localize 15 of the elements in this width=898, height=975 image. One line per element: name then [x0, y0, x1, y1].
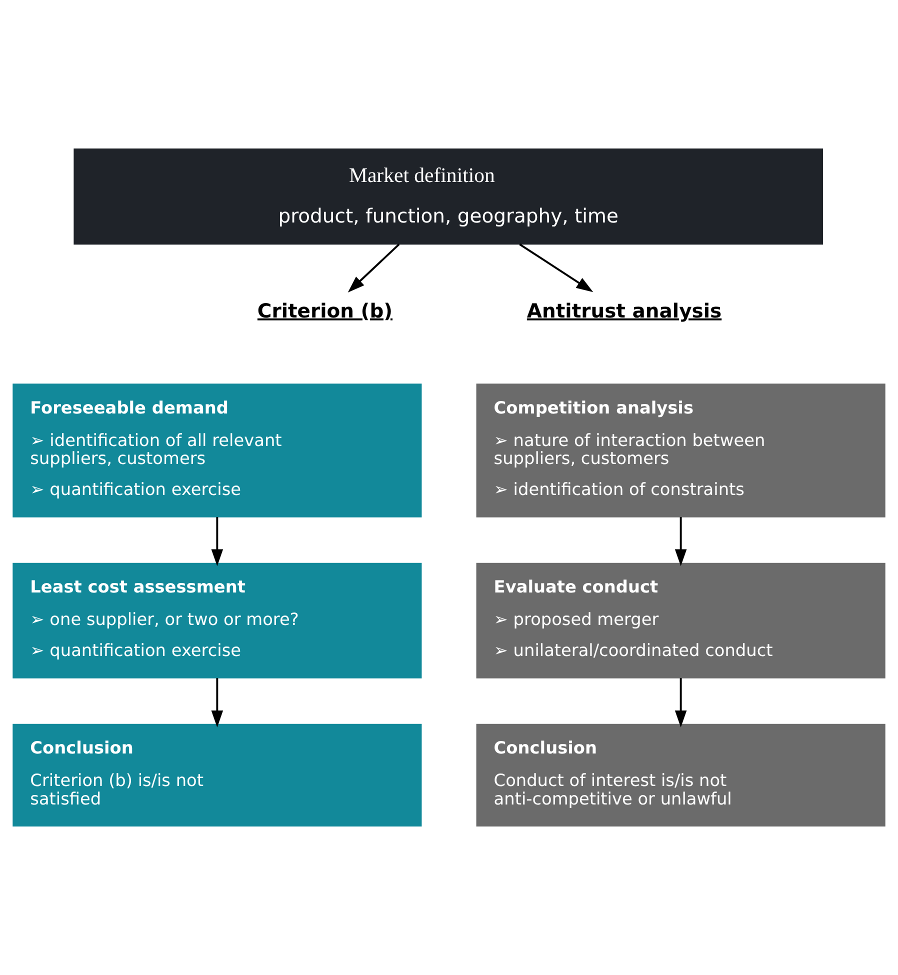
node-box: Market definition product, function, geography, time	[74, 148, 824, 245]
arrow	[519, 244, 594, 292]
node-box: Least cost assessment ➢ one supplier, or two or more? ➢ quantification exercise	[12, 562, 422, 678]
arrow	[348, 244, 400, 293]
node-text: Criterion (b)	[257, 299, 393, 322]
arrow	[674, 678, 687, 728]
node-box: Evaluate conduct ➢ proposed merger ➢ unilateral/coordinated conduct	[476, 562, 886, 678]
node-box: Competition analysis ➢ nature of interaction between suppliers, customers ➢ identification of constraints	[476, 384, 886, 518]
node-text: Antitrust analysis	[526, 299, 722, 322]
node-box: Foreseeable demand ➢ identification of all relevant suppliers, customers ➢ quantification exercise	[12, 384, 422, 518]
arrow	[211, 678, 224, 728]
node-box: Conclusion Criterion (b) is/is not satisfied	[12, 724, 422, 826]
arrow	[211, 517, 224, 566]
node-box: Conclusion Conduct of interest is/is not anti-competitive or unlawful	[476, 724, 886, 826]
arrow	[674, 517, 687, 566]
